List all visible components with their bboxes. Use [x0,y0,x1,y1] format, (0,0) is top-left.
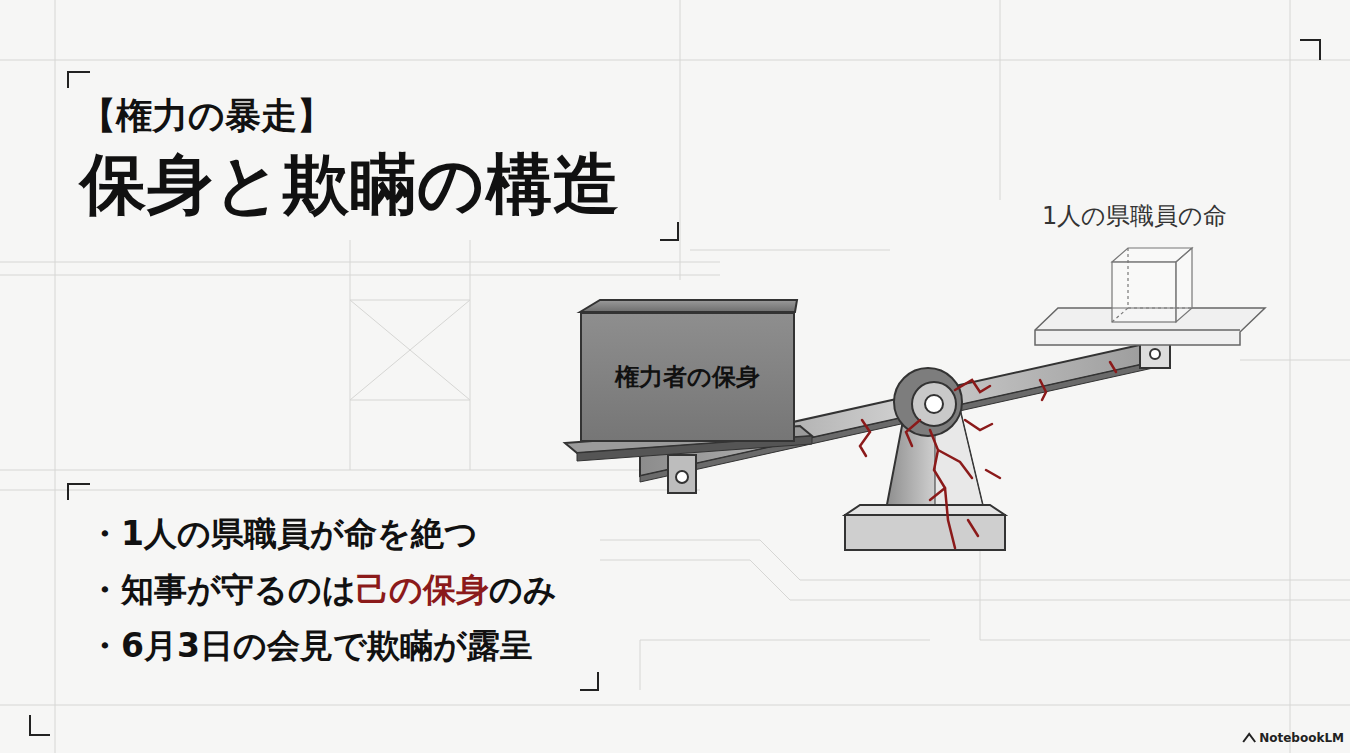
weight-box: 権力者の保身 [580,312,795,442]
bullet-text: ・6月3日の会見で欺瞞が露呈 [88,624,533,669]
slide-title: 保身と欺瞞の構造 [80,140,620,230]
cube-label: 1人の県職員の命 [1042,200,1227,232]
bullet-text: ・知事が守るのは [88,568,356,613]
box-label: 権力者の保身 [615,361,760,393]
pivot-hub [894,368,962,436]
bullet-text: ・1人の県職員が命を絶つ [88,512,478,557]
corner-brackets [30,40,1320,735]
transparent-cube [1112,248,1192,322]
bullet-text: のみ [489,568,557,613]
kicker-label: 【権力の暴走】 [80,92,333,141]
watermark: NotebookLM [1259,731,1344,745]
seesaw [565,248,1265,550]
emphasis-text: 己の保身 [356,568,489,613]
base-plate [845,515,1005,550]
cracks [860,362,1116,548]
watermark-icon [1243,734,1255,742]
beam-bracket [668,455,696,493]
box-top [580,300,797,312]
